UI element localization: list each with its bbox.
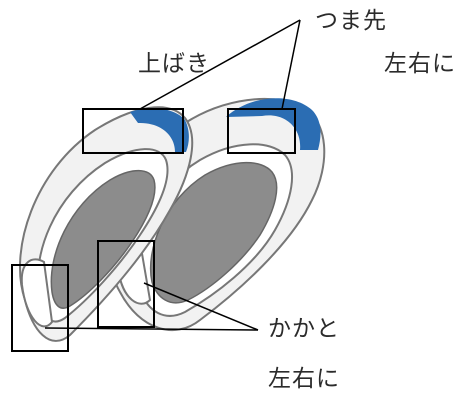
right-toe-box — [227, 108, 296, 154]
heel-leader-left — [44, 327, 259, 331]
toe-sides-label: 左右に — [384, 51, 456, 77]
heel-label: かかと — [268, 316, 340, 342]
toe-leader-left — [139, 19, 301, 110]
heel-sides-label: 左右に — [268, 366, 340, 392]
left-heel-band — [20, 258, 54, 328]
left-shoe — [18, 106, 194, 342]
right-heel-box — [97, 240, 155, 328]
left-insole — [50, 169, 156, 309]
left-toe-cap — [130, 108, 189, 152]
annotation-boxes — [11, 108, 296, 352]
toe-label: つま先 — [315, 8, 387, 34]
shoes-label: 上ばき — [138, 51, 210, 77]
left-toe-box — [82, 108, 184, 154]
toe-leader-right — [281, 19, 301, 110]
left-heel-box — [11, 264, 69, 352]
leader-lines — [44, 19, 301, 331]
heel-leader-right — [143, 282, 259, 331]
right-insole — [149, 161, 278, 304]
right-toe-cap — [226, 98, 321, 150]
